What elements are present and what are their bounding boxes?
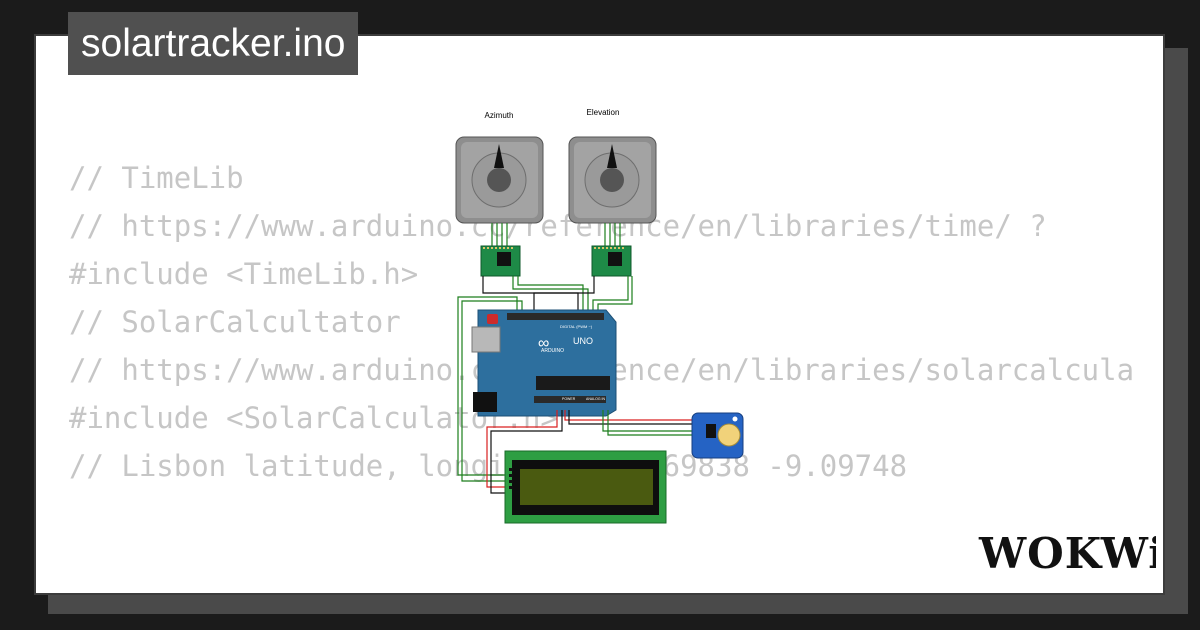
elevation-stepper-motor[interactable] [568,136,657,224]
wokwi-logo-text: WOKWi [978,529,1156,578]
file-title: solartracker.ino [68,12,359,75]
code-line-2: // https://www.arduino.cc/reference/en/l… [69,209,1047,243]
lcd-screen [520,469,653,505]
power-label: POWER [562,397,576,401]
usb-port [471,326,501,353]
elevation-label: Elevation [587,108,620,117]
reset-button[interactable] [487,314,498,324]
code-line-3: #include <TimeLib.h> [69,257,419,291]
microcontroller-chip [536,376,610,390]
model-label: UNO [573,336,593,346]
code-editor: // TimeLib // https://www.arduino.cc/refe… [69,154,1133,490]
wokwi-logo-icon: WOKWi [978,529,1156,578]
code-line-7: // https://www.arduino.cc/reference/en/l… [69,353,1133,387]
rtc-module[interactable] [691,412,744,459]
power-jack [473,392,497,412]
azimuth-needle-icon [494,144,504,168]
arduino-logo-icon: ∞ [538,335,549,352]
digital-header-label: DIGITAL (PWM ~) [560,324,593,329]
lcd-display[interactable] [504,450,667,524]
code-line-6: // SolarCalcultator [69,305,401,339]
code-line-8: #include <SolarCalculator.h> [69,401,558,435]
brand-label: ARDUINO [541,348,564,354]
azimuth-label: Azimuth [485,111,514,120]
code-line-1: // TimeLib [69,161,244,195]
elevation-driver-board[interactable] [591,245,632,277]
arduino-uno-board[interactable]: DIGITAL (PWM ~) ∞ UNO ARDUINO POWER ANAL… [471,309,617,417]
analog-label: ANALOG IN [586,397,606,401]
circuit-diagram: Azimuth Elevation [455,108,744,524]
coin-cell-battery [717,423,741,447]
azimuth-driver-board[interactable] [480,245,521,277]
elevation-needle-icon [607,144,617,168]
azimuth-stepper-motor[interactable] [455,136,544,224]
